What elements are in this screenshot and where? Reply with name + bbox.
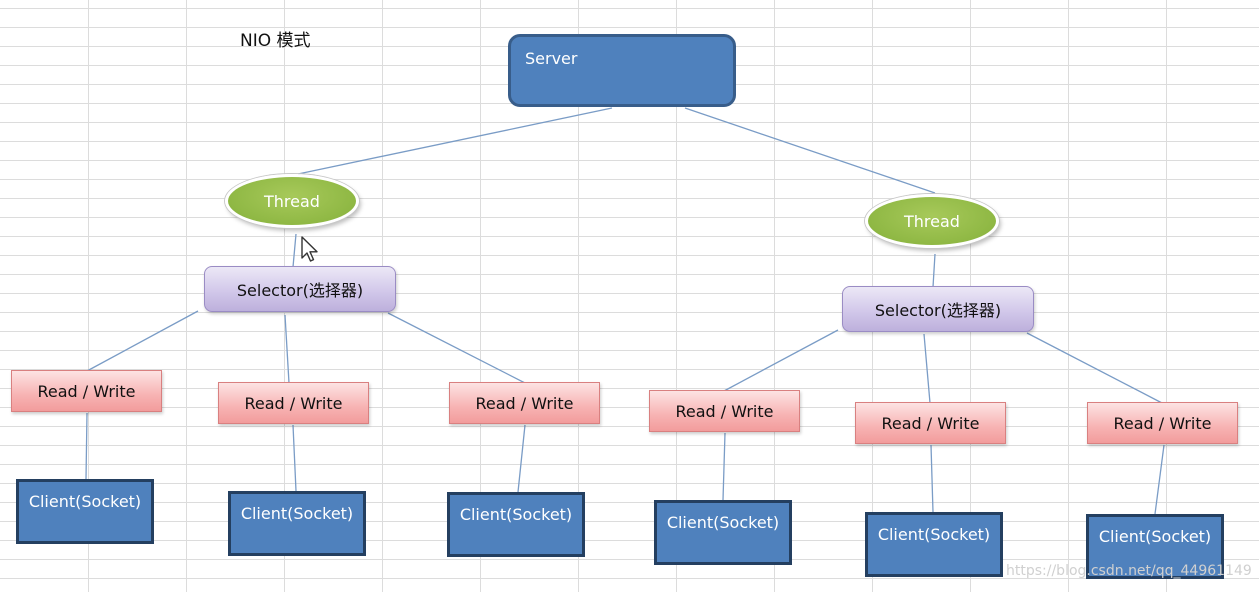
selector-label: Selector(选择器) bbox=[236, 281, 364, 300]
read-write-label: Read / Write bbox=[881, 413, 980, 433]
thread-node-2: Thread bbox=[865, 194, 999, 248]
client-label: Client(Socket) bbox=[459, 505, 573, 524]
connector-thread-selector-2 bbox=[932, 253, 936, 288]
read-write-label: Read / Write bbox=[37, 381, 136, 401]
connector-rw-client-3 bbox=[517, 424, 526, 493]
client-node-4: Client(Socket) bbox=[654, 500, 792, 565]
connector-selector-rw-1 bbox=[86, 310, 199, 372]
read-write-node-5: Read / Write bbox=[855, 402, 1006, 444]
connector-rw-client-6 bbox=[1154, 444, 1165, 515]
server-node: Server bbox=[508, 34, 736, 107]
connector-thread-selector-1 bbox=[292, 233, 297, 268]
thread-label: Thread bbox=[904, 211, 960, 231]
client-label: Client(Socket) bbox=[1098, 527, 1212, 546]
selector-label: Selector(选择器) bbox=[874, 301, 1002, 320]
server-label: Server bbox=[525, 49, 578, 68]
client-node-6: Client(Socket) bbox=[1086, 514, 1224, 579]
read-write-label: Read / Write bbox=[1113, 413, 1212, 433]
connector-server-thread-2 bbox=[684, 107, 936, 194]
diagram-title: NIO 模式 bbox=[240, 31, 311, 51]
read-write-label: Read / Write bbox=[244, 393, 343, 413]
connector-selector-rw-5 bbox=[923, 333, 931, 404]
thread-node-1: Thread bbox=[225, 174, 359, 228]
read-write-label: Read / Write bbox=[475, 393, 574, 413]
client-label: Client(Socket) bbox=[666, 513, 780, 532]
connector-rw-client-1 bbox=[85, 412, 88, 480]
read-write-node-4: Read / Write bbox=[649, 390, 800, 432]
connector-selector-rw-4 bbox=[723, 329, 839, 392]
connector-selector-rw-6 bbox=[1026, 332, 1163, 404]
connector-rw-client-5 bbox=[930, 444, 934, 513]
mouse-pointer-icon bbox=[301, 236, 318, 262]
client-label: Client(Socket) bbox=[28, 492, 142, 511]
client-node-3: Client(Socket) bbox=[447, 492, 585, 557]
read-write-node-6: Read / Write bbox=[1087, 402, 1238, 444]
client-node-2: Client(Socket) bbox=[228, 491, 366, 556]
read-write-node-3: Read / Write bbox=[449, 382, 600, 424]
client-label: Client(Socket) bbox=[240, 504, 354, 523]
read-write-node-2: Read / Write bbox=[218, 382, 369, 424]
connector-rw-client-4 bbox=[722, 432, 726, 501]
read-write-node-1: Read / Write bbox=[11, 370, 162, 412]
client-node-1: Client(Socket) bbox=[16, 479, 154, 544]
connector-server-thread-1 bbox=[297, 107, 613, 175]
thread-label: Thread bbox=[264, 191, 320, 211]
selector-node-1: Selector(选择器) bbox=[204, 266, 396, 312]
connector-selector-rw-3 bbox=[387, 312, 526, 384]
connector-rw-client-2 bbox=[292, 424, 297, 492]
client-label: Client(Socket) bbox=[877, 525, 991, 544]
read-write-label: Read / Write bbox=[675, 401, 774, 421]
watermark-url: https://blog.csdn.net/qq_44961149 bbox=[1006, 563, 1252, 579]
selector-node-2: Selector(选择器) bbox=[842, 286, 1034, 332]
client-node-5: Client(Socket) bbox=[865, 512, 1003, 577]
connector-selector-rw-2 bbox=[284, 314, 290, 384]
